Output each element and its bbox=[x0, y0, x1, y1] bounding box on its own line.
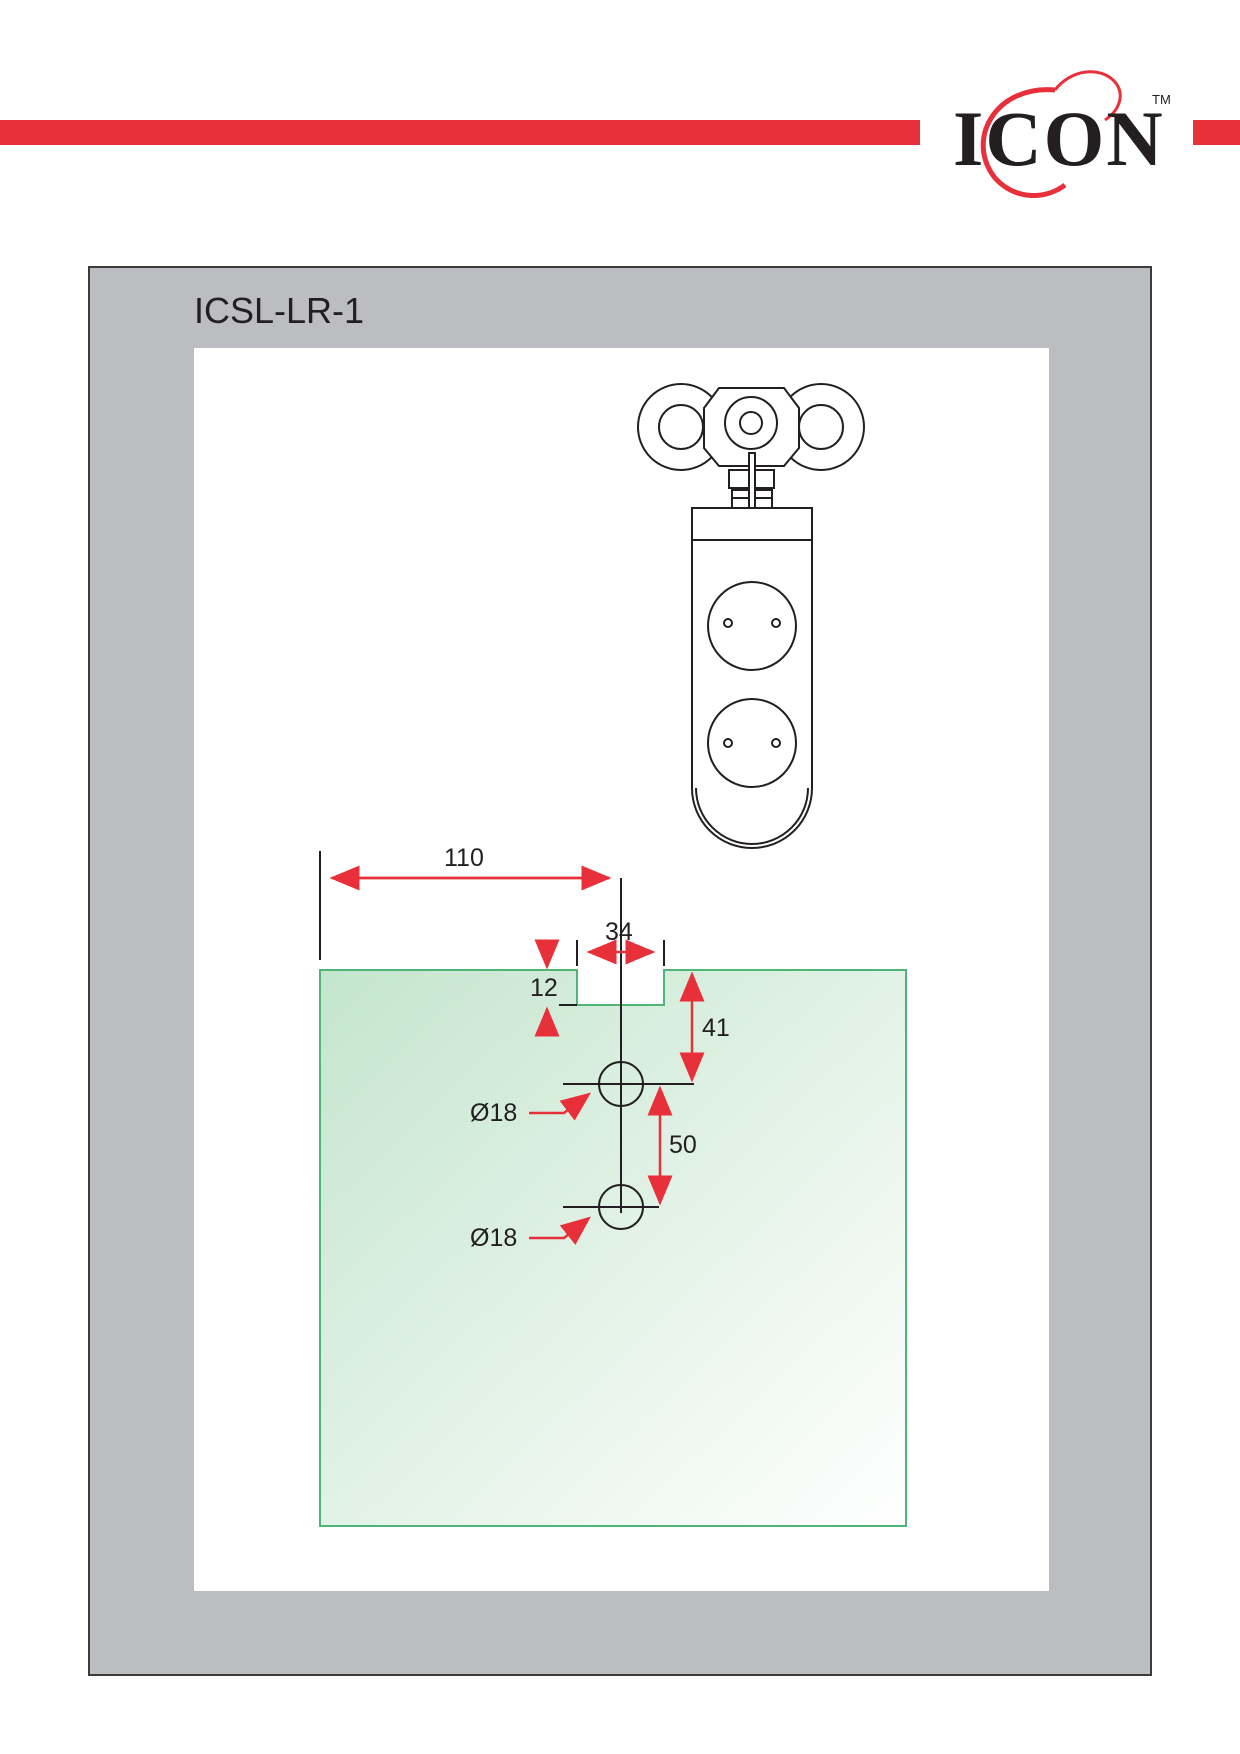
lower-screw-right bbox=[771, 738, 781, 748]
hole-1-leader bbox=[529, 1092, 591, 1121]
dim-label-hole-2-diameter: Ø18 bbox=[470, 1224, 518, 1252]
header-red-bar-right bbox=[1193, 120, 1240, 145]
upper-screw-left bbox=[723, 618, 733, 628]
hole-2-circle bbox=[598, 1184, 644, 1230]
part-number-title: ICSL-LR-1 bbox=[194, 290, 365, 331]
drawing-sheet: 110 34 12 41 50 Ø18 Ø18 bbox=[194, 348, 1049, 1591]
dim-label-12: 12 bbox=[530, 974, 558, 1002]
glass-panel bbox=[319, 969, 907, 1527]
dim-label-110: 110 bbox=[444, 844, 484, 872]
roller-center-block bbox=[703, 387, 800, 467]
logo-swoosh-icon bbox=[980, 70, 1122, 198]
dim-label-34: 34 bbox=[605, 918, 633, 946]
header-red-bar-left bbox=[0, 120, 920, 145]
center-bearing-inner bbox=[739, 411, 763, 435]
glass-outline bbox=[319, 969, 907, 1527]
hole-2-leader bbox=[529, 1216, 591, 1245]
roller-hardware bbox=[637, 383, 865, 849]
hanger-plate bbox=[691, 507, 813, 849]
lower-clamp-disc bbox=[707, 698, 797, 788]
technical-drawing bbox=[319, 383, 907, 1527]
upper-screw-right bbox=[771, 618, 781, 628]
hole-1-circle bbox=[598, 1061, 644, 1107]
dim-label-50: 50 bbox=[669, 1131, 697, 1159]
center-bearing-outer bbox=[724, 396, 778, 450]
dim-label-41: 41 bbox=[702, 1014, 730, 1042]
dim-label-hole-1-diameter: Ø18 bbox=[470, 1099, 518, 1127]
lower-screw-left bbox=[723, 738, 733, 748]
drawing-frame: ICSL-LR-1 bbox=[88, 266, 1152, 1676]
upper-clamp-disc bbox=[707, 581, 797, 671]
hole-geometry bbox=[319, 851, 694, 1230]
logo-trademark: TM bbox=[1152, 92, 1171, 107]
logo-text: ICON bbox=[953, 95, 1165, 182]
brand-logo: ICON TM bbox=[935, 60, 1175, 210]
dimension-arrows bbox=[329, 865, 705, 1245]
